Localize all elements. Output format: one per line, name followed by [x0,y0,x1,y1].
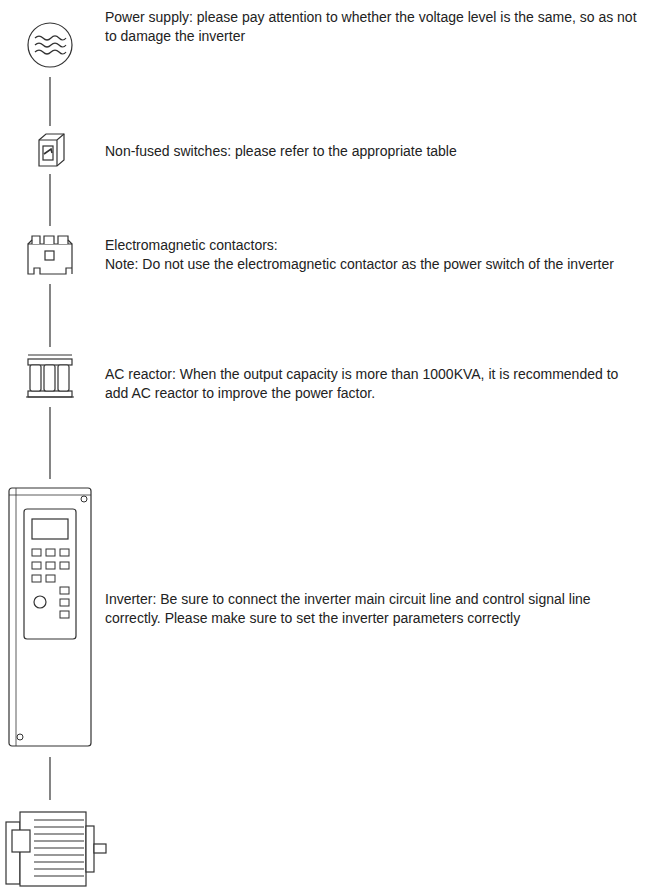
wire-connector [49,407,50,479]
motor-symbol [6,757,106,886]
description-text: Electromagnetic contactors: [105,236,642,255]
description-block: AC reactor: When the output capacity is … [105,365,642,403]
cooling-fins [34,820,84,876]
shaft [94,844,106,853]
terminal-box [12,830,30,852]
description-text: Inverter: Be sure to connect the inverte… [105,590,642,628]
description-block: Electromagnetic contactors:Note: Do not … [105,236,642,274]
wire-connector [49,77,50,126]
wire-connector [49,284,50,347]
component-node: Electromagnetic contactors:Note: Do not … [26,234,74,276]
contactor-icon [26,234,74,276]
description-block: Non-fused switches: please refer to the … [105,142,642,161]
description-block: Inverter: Be sure to connect the inverte… [105,590,642,628]
description-text: Power supply: please pay attention to wh… [105,8,642,46]
component-node: Inverter: Be sure to connect the inverte… [8,487,92,747]
inverter-icon [8,487,92,747]
motor-body [20,812,86,886]
component-node: Non-fused switches: please refer to the … [36,134,64,166]
lead-line [49,757,50,800]
description-text: Non-fused switches: please refer to the … [105,142,642,161]
description-text: AC reactor: When the output capacity is … [105,365,642,403]
power-icon [26,21,74,69]
reactor-icon [26,355,74,399]
component-node: Power supply: please pay attention to wh… [26,21,74,69]
component-node: AC reactor: When the output capacity is … [26,355,74,399]
front-flange [86,826,94,872]
description-text: Note: Do not use the electromagnetic con… [105,255,642,274]
end-cap [6,822,20,884]
breaker-icon [36,134,64,166]
description-block: Power supply: please pay attention to wh… [105,8,642,46]
wire-connector [49,174,50,226]
